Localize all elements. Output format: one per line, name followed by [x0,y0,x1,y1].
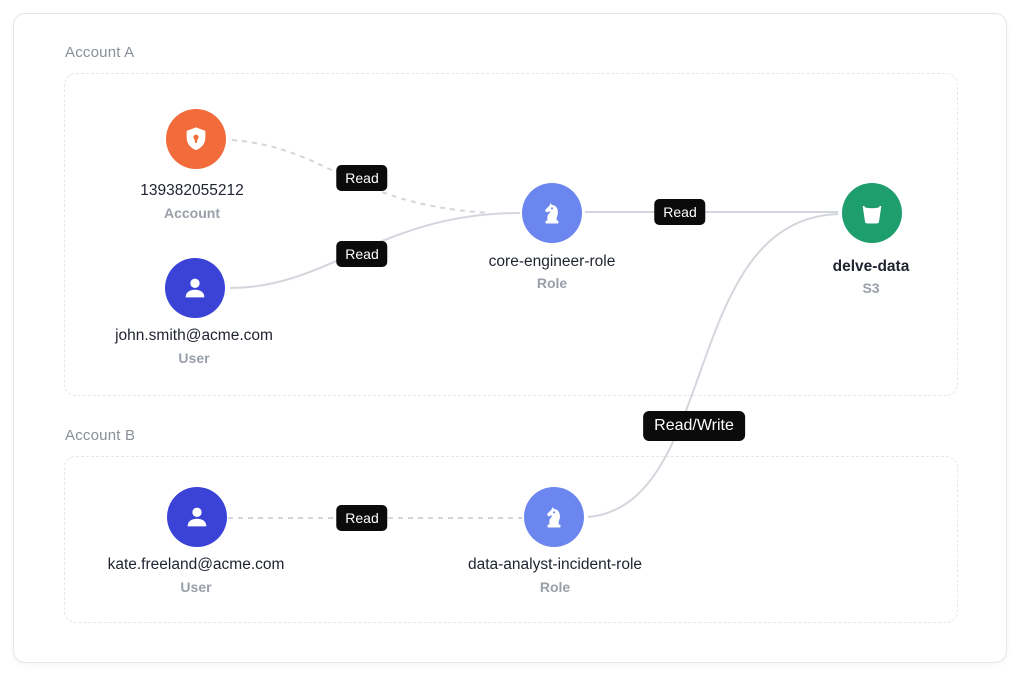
edge-label-account-to-core[interactable]: Read [336,165,388,191]
data-analyst-incident-role-node[interactable] [524,487,584,547]
user-icon [185,278,205,298]
edge-account-to-core [231,139,491,214]
account-node-title: 139382055212 [140,182,244,199]
chess-knight-icon [545,203,559,224]
core-engineer-role-node[interactable] [522,183,582,243]
account-a-label: Account A [65,44,135,61]
delve-data-title: delve-data [832,258,910,275]
edge-label-analyst-to-delve[interactable]: Read/Write [643,411,745,441]
account-node-subtitle: Account [164,205,220,221]
account-b-group [64,456,958,623]
account-a-group [64,73,958,396]
edge-label-john-to-core[interactable]: Read [336,241,388,267]
core-engineer-role-subtitle: Role [536,275,568,291]
john-user-title: john.smith@acme.com [115,327,273,344]
bucket-icon [862,204,882,224]
kate-user-subtitle: User [180,579,212,595]
core-engineer-role-title: core-engineer-role [488,253,616,270]
edge-analyst-to-delve [587,213,839,518]
edge-label-core-to-delve[interactable]: Read [654,199,706,225]
john-user-subtitle: User [178,350,210,366]
kate-user-node[interactable] [167,487,227,547]
chess-knight-icon [547,507,561,528]
data-analyst-incident-role-subtitle: Role [539,579,571,595]
shield-lock-icon [186,127,206,151]
delve-data-bucket-node[interactable] [842,183,902,243]
account-node[interactable] [166,109,226,169]
data-analyst-incident-role-title: data-analyst-incident-role [467,556,643,573]
account-b-label: Account B [65,427,136,444]
kate-user-title: kate.freeland@acme.com [107,556,285,573]
edge-label-kate-to-analyst[interactable]: Read [336,505,388,531]
user-icon [187,507,207,527]
john-user-node[interactable] [165,258,225,318]
delve-data-subtitle: S3 [862,280,880,296]
